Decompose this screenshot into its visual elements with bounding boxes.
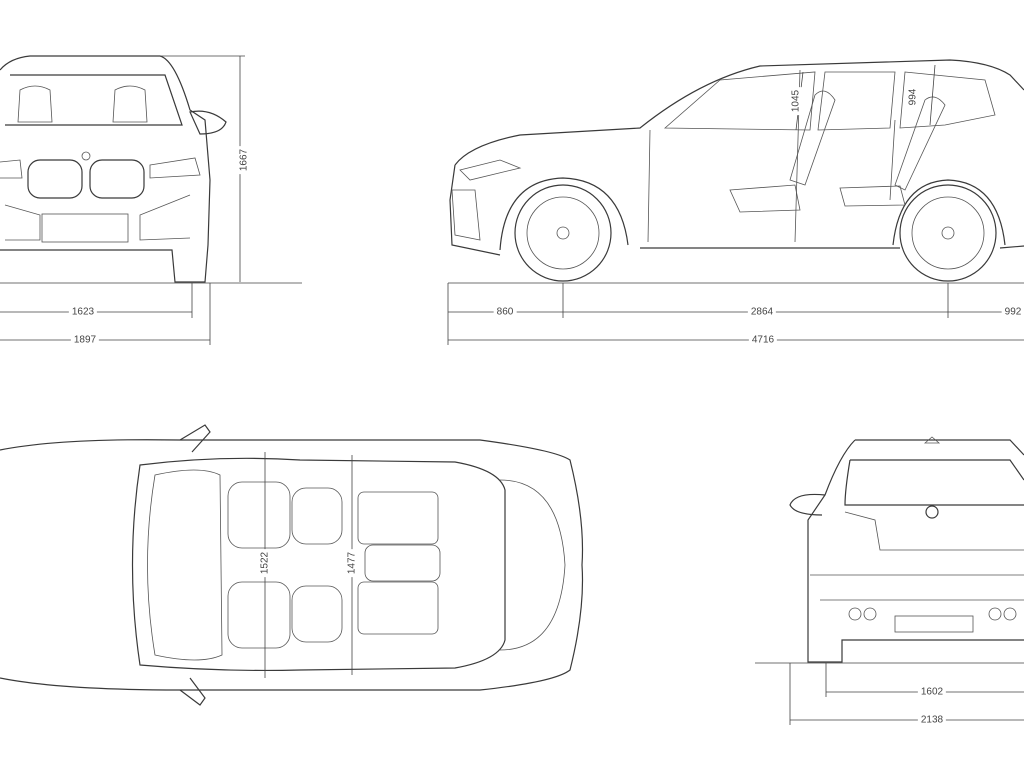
- top-view: [0, 424, 584, 706]
- front-width-label: 1897: [70, 334, 100, 346]
- overall-length-label: 4716: [748, 334, 778, 346]
- rear-shoulder-width-label: 1477: [346, 548, 358, 578]
- front-headroom-label: 1045: [790, 86, 802, 116]
- front-shoulder-width-label: 1522: [259, 548, 271, 578]
- rear-view: [755, 436, 1024, 725]
- front-view: [0, 55, 302, 345]
- front-overhang-label: 860: [493, 306, 517, 318]
- rear-headroom-label: 994: [907, 85, 919, 109]
- rear-track-label: 1602: [917, 686, 947, 698]
- width-with-mirrors-label: 2138: [917, 714, 947, 726]
- front-height-label: 1667: [238, 145, 250, 175]
- rear-overhang-label: 992: [1001, 306, 1024, 318]
- wheelbase-label: 2864: [747, 306, 777, 318]
- side-view: [447, 59, 1024, 345]
- front-track-label: 1623: [68, 306, 98, 318]
